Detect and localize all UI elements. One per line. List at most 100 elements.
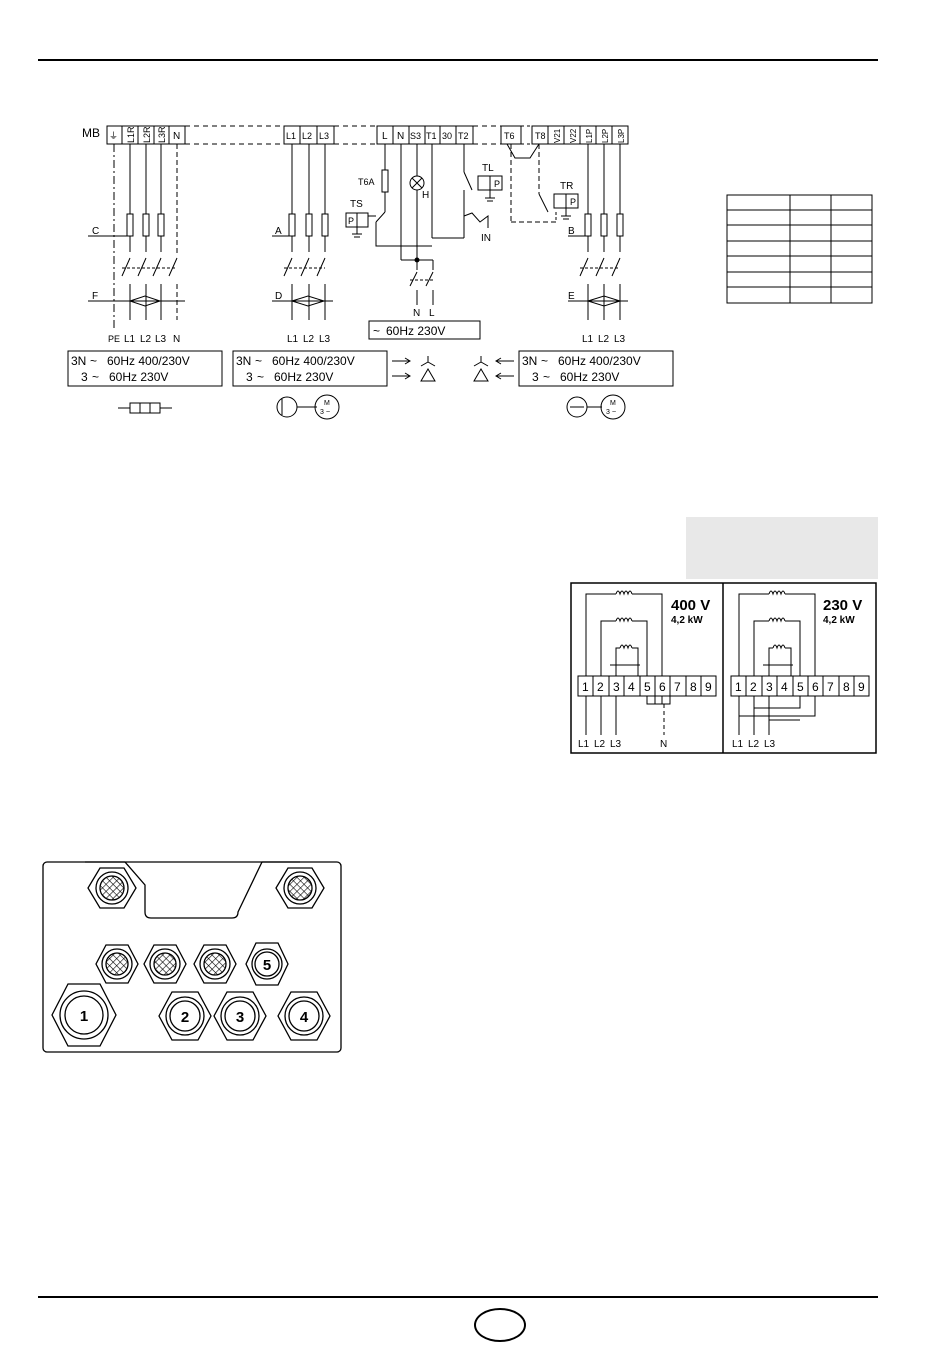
t230-5: 5 [797, 680, 804, 694]
t230-4: 4 [781, 680, 788, 694]
mb-right-term-l3p: L3P [617, 129, 626, 143]
mb-ctrl-term-n: N [397, 131, 404, 142]
cable-gland-meshed [143, 944, 187, 984]
mb-right-term-v22: V22 [569, 128, 578, 143]
mb-ctrl-term-30: 30 [442, 131, 452, 141]
cable-gland-meshed [87, 867, 137, 909]
t400-5: 5 [644, 680, 651, 694]
mb-left-term-l1r: L1R [126, 126, 136, 143]
mb-mid-term-l1: L1 [286, 131, 296, 141]
left-supply-box [67, 350, 223, 387]
mb-mid-term-l3: L3 [319, 131, 329, 141]
tilde: ~ [90, 354, 97, 368]
page-number-oval [474, 1308, 526, 1342]
motor-m-label: M [324, 400, 330, 407]
t400-4: 4 [628, 680, 635, 694]
cable-gland-meshed [95, 944, 139, 984]
supply-400-l1: L1 [578, 739, 590, 750]
bottom-left-l2: L2 [140, 334, 152, 345]
power-400-label: 4,2 kW [671, 615, 703, 626]
tilde: ~ [255, 354, 262, 368]
supply-230-l2: L2 [748, 739, 760, 750]
control-supply-tilde: ~ [373, 324, 380, 338]
mid-supply-line2b: 60Hz 230V [274, 370, 333, 384]
cable-gland-meshed [193, 944, 237, 984]
mb-ctrl-term-t2: T2 [458, 131, 469, 141]
mb-label: MB [82, 126, 100, 140]
t400-1: 1 [582, 680, 589, 694]
right-supply-line2b: 60Hz 230V [560, 370, 619, 384]
bottom-ctrl-n: N [413, 308, 420, 319]
bottom-left-n: N [173, 334, 180, 345]
cable-gland-2 [158, 991, 212, 1041]
top-rule [38, 59, 878, 61]
mb-right-term-l2p: L2P [601, 129, 610, 143]
bottom-right-l2: L2 [598, 334, 610, 345]
supply-400-n: N [660, 739, 667, 750]
label-t6a: T6A [358, 177, 375, 187]
label-h: H [422, 190, 429, 201]
mb-right-term-t6: T6 [504, 131, 515, 141]
bottom-left-pe: PE [108, 334, 120, 344]
heater-element-icon [118, 402, 172, 414]
bottom-ctrl-l: L [429, 308, 435, 319]
mb-right-term-v21: V21 [553, 128, 562, 143]
mb-ctrl-term-t1: T1 [426, 131, 437, 141]
mid-supply-line1: 3N [236, 354, 251, 368]
motor-m-label-right: M [610, 400, 616, 407]
label-e: E [568, 291, 575, 302]
mb-mid-term-l2: L2 [302, 131, 312, 141]
bottom-mid-l3: L3 [319, 334, 331, 345]
gland-number-1: 1 [80, 1008, 88, 1025]
t230-9: 9 [858, 680, 865, 694]
grey-caption-box [686, 517, 878, 579]
supply-400-l2: L2 [594, 739, 606, 750]
mb-left-term-l2r: L2R [142, 126, 152, 143]
gland-number-2: 2 [181, 1009, 189, 1026]
right-supply-line2: 3 [532, 370, 539, 384]
label-a: A [275, 226, 282, 237]
gland-plate [42, 861, 342, 1053]
mb-right-term-t8: T8 [535, 131, 546, 141]
bottom-left-l3: L3 [155, 334, 167, 345]
motor-3-label: 3 [320, 409, 324, 416]
label-tl: TL [482, 163, 494, 174]
mb-left-term-pe: ⏚ [109, 131, 118, 141]
cable-gland-meshed [275, 867, 325, 909]
mid-supply-box [232, 350, 388, 387]
t230-6: 6 [812, 680, 819, 694]
right-supply-line1: 3N [522, 354, 537, 368]
mid-supply-line2: 3 [246, 370, 253, 384]
control-supply-label: 60Hz 230V [386, 324, 445, 338]
mb-right-term-l1p: L1P [585, 129, 594, 143]
supply-230-l1: L1 [732, 739, 744, 750]
tl-p-label: P [494, 179, 500, 189]
t230-8: 8 [843, 680, 850, 694]
tilde: ~ [257, 370, 264, 384]
tilde: ~ [612, 409, 616, 416]
label-ts: TS [350, 199, 363, 210]
motor-3-label-right: 3 [606, 409, 610, 416]
gland-number-4: 4 [300, 1009, 309, 1026]
t400-2: 2 [597, 680, 604, 694]
tilde: ~ [92, 370, 99, 384]
tr-p-label: P [570, 197, 576, 207]
star-symbol [420, 356, 436, 367]
left-supply-line1: 3N [71, 354, 86, 368]
bottom-left-l1: L1 [124, 334, 136, 345]
cable-gland-4 [277, 991, 331, 1041]
label-f: F [92, 291, 98, 302]
t230-7: 7 [827, 680, 834, 694]
left-supply-line1b: 60Hz 400/230V [107, 354, 190, 368]
left-supply-line2: 3 [81, 370, 88, 384]
tilde: ~ [541, 354, 548, 368]
t400-8: 8 [690, 680, 697, 694]
right-supply-line1b: 60Hz 400/230V [558, 354, 641, 368]
pump-motor-icon [276, 394, 340, 420]
t230-1: 1 [735, 680, 742, 694]
voltage-400-label: 400 V [671, 597, 710, 614]
t400-9: 9 [705, 680, 712, 694]
label-c: C [92, 226, 99, 237]
tilde: ~ [326, 409, 330, 416]
